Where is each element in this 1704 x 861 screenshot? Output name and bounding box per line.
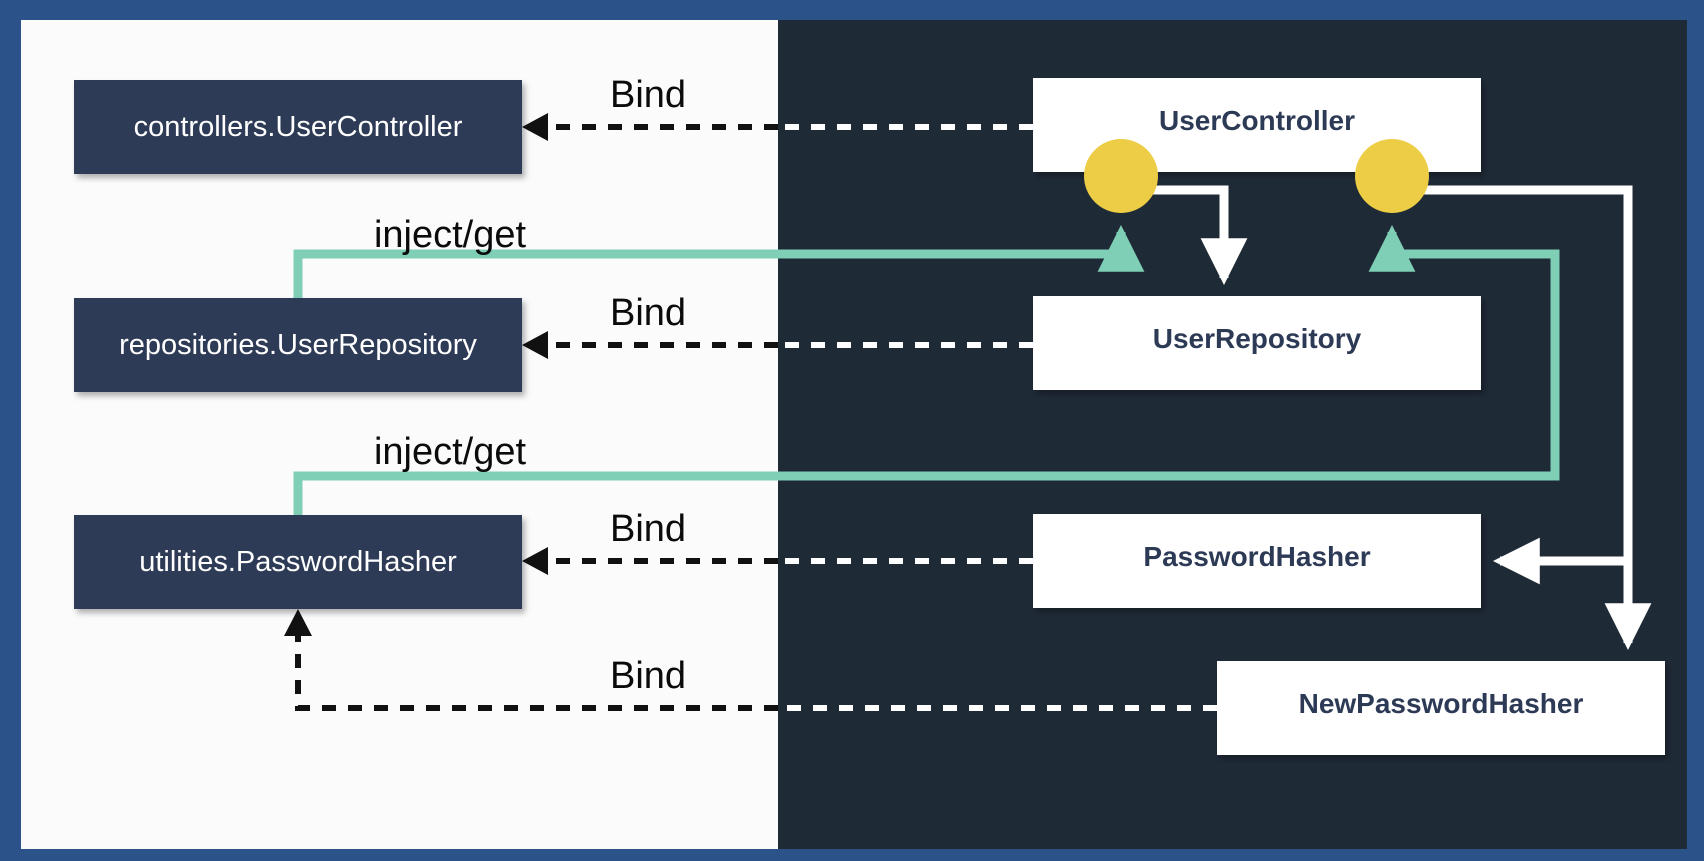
bind-label-passwordhasher: Bind — [610, 508, 686, 550]
bind-newpasswordhasher-arrowhead — [284, 609, 312, 636]
node-newpasswordhasher[interactable]: NewPasswordHasher — [1217, 661, 1665, 755]
inject-label-passwordhasher: inject/get — [374, 431, 527, 473]
dependency-edge-group — [1121, 185, 1652, 651]
bind-edge-group — [284, 113, 1217, 711]
bind-label-newpasswordhasher: Bind — [610, 655, 686, 697]
node-repositories-userrepository-label: repositories.UserRepository — [119, 329, 477, 361]
node-userrepository[interactable]: UserRepository — [1033, 296, 1481, 390]
node-usercontroller-label: UserController — [1159, 105, 1355, 136]
injection-point-dot-1[interactable] — [1084, 139, 1158, 213]
bind-usercontroller — [522, 113, 1033, 141]
node-newpasswordhasher-label: NewPasswordHasher — [1299, 688, 1584, 719]
node-controllers-usercontroller-label: controllers.UserController — [134, 111, 463, 143]
node-utilities-passwordhasher[interactable]: utilities.PasswordHasher — [74, 515, 522, 609]
inject-label-userrepository: inject/get — [374, 214, 527, 256]
bind-userrepository — [522, 331, 1033, 359]
bind-userrepository-arrowhead — [522, 331, 548, 359]
bind-newpasswordhasher-line-light — [295, 634, 778, 711]
left-nodes-group: controllers.UserController repositories.… — [74, 80, 522, 609]
node-passwordhasher-box — [1033, 514, 1481, 608]
node-newpasswordhasher-box — [1217, 661, 1665, 755]
bind-label-userrepository: Bind — [610, 292, 686, 334]
inject-userrepository-edge — [293, 224, 1145, 298]
inject-passwordhasher-edge — [293, 224, 1560, 515]
node-userrepository-label: UserRepository — [1153, 323, 1362, 354]
bind-label-usercontroller: Bind — [610, 74, 686, 116]
bind-usercontroller-arrowhead — [522, 113, 548, 141]
injection-point-group — [1084, 139, 1429, 213]
bind-newpasswordhasher — [284, 609, 1217, 711]
node-controllers-usercontroller-box — [74, 80, 522, 174]
node-passwordhasher-label: PasswordHasher — [1143, 541, 1370, 572]
edge-label-group: Bind Bind Bind Bind inject/get inject/ge… — [374, 74, 686, 697]
node-passwordhasher[interactable]: PasswordHasher — [1033, 514, 1481, 608]
node-controllers-usercontroller[interactable]: controllers.UserController — [74, 80, 522, 174]
node-repositories-userrepository[interactable]: repositories.UserRepository — [74, 298, 522, 392]
injection-point-dot-2[interactable] — [1355, 139, 1429, 213]
inject-edge-group — [293, 224, 1560, 515]
bind-passwordhasher — [522, 547, 1033, 575]
node-userrepository-box — [1033, 296, 1481, 390]
node-utilities-passwordhasher-label: utilities.PasswordHasher — [139, 546, 457, 578]
dep-usercontroller-rail — [1392, 185, 1633, 561]
dep-usercontroller-userrepository — [1121, 185, 1248, 286]
bind-passwordhasher-arrowhead — [522, 547, 548, 575]
node-utilities-passwordhasher-box — [74, 515, 522, 609]
node-repositories-userrepository-box — [74, 298, 522, 392]
